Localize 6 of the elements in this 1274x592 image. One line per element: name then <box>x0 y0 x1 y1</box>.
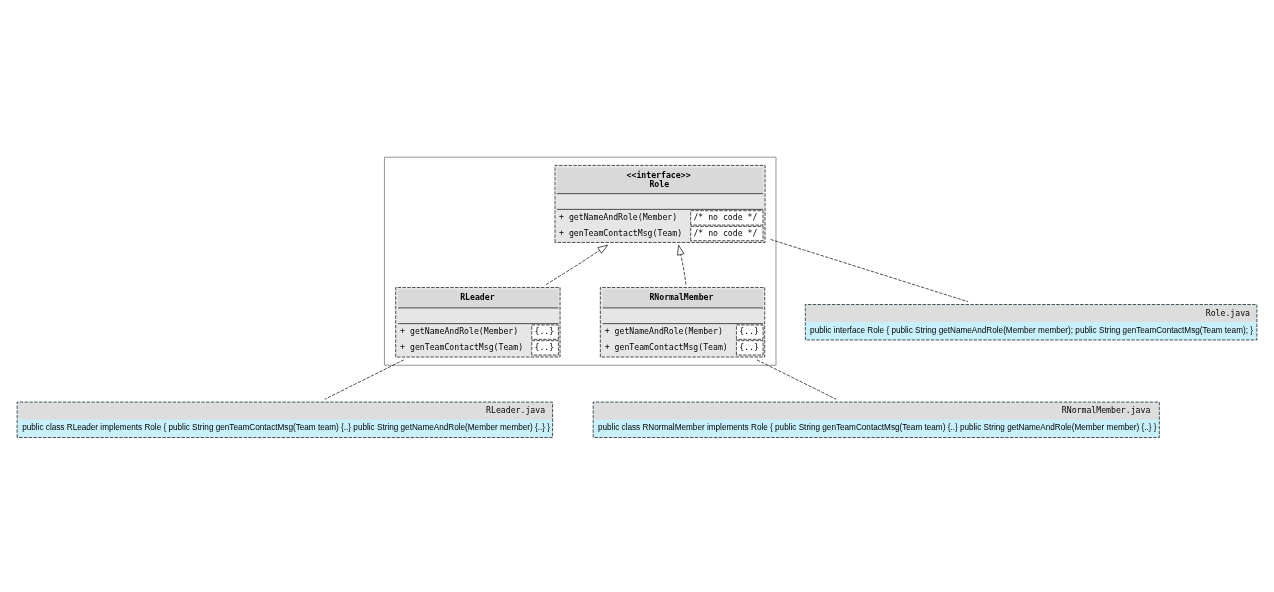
connector <box>324 359 405 400</box>
cluster <box>384 156 777 366</box>
arrow <box>677 244 687 285</box>
connector <box>756 359 837 400</box>
connector <box>770 239 969 303</box>
arrow <box>545 244 608 285</box>
